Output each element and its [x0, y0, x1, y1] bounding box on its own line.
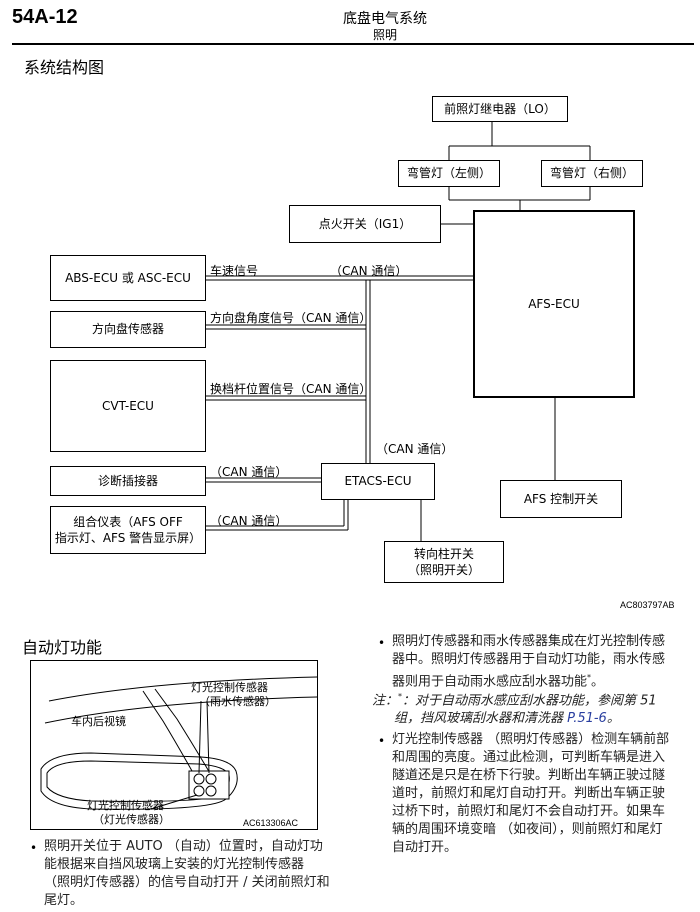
note-link[interactable]: P.51-6 — [567, 711, 607, 727]
section-title: 系统结构图 — [24, 58, 105, 77]
text-line: 和周围的亮度。通过此检测，可判断车辆是进入 — [392, 750, 666, 765]
speed-signal-label: 车速信号 — [210, 264, 259, 278]
column-switch-label: 转向柱开关（照明开关） — [407, 546, 480, 577]
header-rule — [12, 43, 694, 45]
text-line: 能根据来自挡风玻璃上安装的灯光控制传感器 — [44, 857, 305, 872]
bend-lamp-right-box: 弯管灯（右侧） — [541, 160, 643, 187]
mirror-sensor-illustration: 灯光控制传感器 （雨水传感器） 车内后视镜 灯光控制传感器 （灯光传感器） AC… — [30, 660, 318, 830]
right-bullet-paragraph-2: 灯光控制传感器 （照明灯传感器）检测车辆前部 和周围的亮度。通过此检测，可判断车… — [392, 731, 692, 857]
steering-sensor-label: 方向盘传感器 — [91, 322, 164, 337]
bend-lamp-left-label: 弯管灯（左侧） — [406, 166, 491, 181]
text-line: 道时，前照灯和尾灯自动打开。判断出车辆正驶 — [392, 786, 666, 801]
illus-sensor-label-top-sub: （雨水传感器） — [199, 695, 276, 708]
diagnostic-connector-box: 诊断插接器 — [50, 466, 206, 496]
abs-ecu-box: ABS-ECU 或 ASC-ECU — [50, 255, 206, 301]
left-bullet-paragraph: 照明开关位于 AUTO （自动）位置时，自动灯功 能根据来自挡风玻璃上安装的灯光… — [44, 838, 344, 910]
text-line: 照明开关位于 AUTO （自动）位置时，自动灯功 — [44, 839, 323, 854]
header-subtitle: 照明 — [372, 28, 397, 42]
shift-position-signal-label: 换档杆位置信号（CAN 通信） — [210, 382, 372, 396]
note-line: 注：*：对于自动雨水感应刮水器功能，参阅第 51 — [372, 692, 657, 709]
can-comm-label: （CAN 通信） — [210, 514, 288, 528]
abs-ecu-label: ABS-ECU 或 ASC-ECU — [65, 270, 191, 285]
text-line: 隧道还是只是在桥下行驶。判断出车辆正驶过隧 — [392, 768, 666, 783]
text-line: 过桥下时，前照灯和尾灯不会自动打开。如果车 — [392, 804, 666, 819]
headlamp-relay-label: 前照灯继电器（LO） — [444, 101, 556, 116]
afs-switch-label: AFS 控制开关 — [523, 491, 599, 506]
ignition-switch-label: 点火开关（IG1） — [318, 216, 412, 231]
bullet-icon: • — [30, 841, 38, 855]
bullet-icon: • — [378, 636, 386, 650]
text-line: 自动打开。 — [392, 840, 458, 855]
cvt-ecu-label: CVT-ECU — [102, 398, 154, 413]
text-line: 尾灯。 — [44, 893, 84, 908]
can-comm-label: （CAN 通信） — [330, 264, 408, 278]
diagnostic-connector-label: 诊断插接器 — [97, 473, 158, 488]
figure-code: AC803797AB — [620, 600, 675, 610]
text-line: 照明灯传感器和雨水传感器集成在灯光控制传感 — [392, 634, 666, 649]
rearview-mirror-drawing — [40, 676, 318, 810]
headlamp-relay-box: 前照灯继电器（LO） — [432, 96, 568, 122]
illus-sensor-label-bottom: 灯光控制传感器 — [87, 799, 164, 812]
text-line: 器则用于自动雨水感应刮水器功能*。 — [392, 673, 605, 690]
header-title: 底盘电气系统 — [343, 11, 427, 27]
text-line: 器中。照明灯传感器用于自动灯功能，雨水传感 — [392, 652, 666, 667]
text-line: （照明灯传感器）的信号自动打开 / 关闭前照灯和 — [44, 875, 330, 890]
page-number: 54A-12 — [12, 6, 78, 28]
bullet-icon: • — [378, 734, 386, 748]
etacs-ecu-label: ETACS-ECU — [344, 474, 412, 489]
note-line: 组，挡风玻璃刮水器和清洗器 P.51-6。 — [394, 711, 620, 727]
text-line: 灯光控制传感器 （照明灯传感器）检测车辆前部 — [392, 732, 670, 747]
afs-ecu-box: AFS-ECU — [473, 210, 635, 398]
cvt-ecu-box: CVT-ECU — [50, 360, 206, 452]
subsection-title: 自动灯功能 — [22, 638, 103, 657]
note: 注：*：对于自动雨水感应刮水器功能，参阅第 51 组，挡风玻璃刮水器和清洗器 P… — [372, 688, 692, 728]
afs-ecu-label: AFS-ECU — [528, 296, 580, 311]
illus-mirror-label: 车内后视镜 — [71, 715, 126, 728]
bend-lamp-left-box: 弯管灯（左侧） — [398, 160, 500, 187]
steering-sensor-box: 方向盘传感器 — [50, 311, 206, 348]
afs-switch-box: AFS 控制开关 — [500, 480, 622, 518]
ignition-switch-box: 点火开关（IG1） — [289, 205, 441, 243]
can-comm-label: （CAN 通信） — [210, 465, 288, 479]
etacs-ecu-box: ETACS-ECU — [321, 463, 435, 500]
right-bullet-paragraph-1: 照明灯传感器和雨水传感器集成在灯光控制传感 器中。照明灯传感器用于自动灯功能，雨… — [392, 633, 692, 691]
can-comm-label: （CAN 通信） — [376, 442, 454, 456]
illus-figure-code: AC613306AC — [243, 818, 299, 828]
steering-angle-signal-label: 方向盘角度信号（CAN 通信） — [210, 311, 372, 325]
column-switch-box: 转向柱开关（照明开关） — [384, 541, 504, 583]
bend-lamp-right-label: 弯管灯（右侧） — [549, 166, 634, 181]
illus-sensor-label-top: 灯光控制传感器 — [191, 681, 268, 694]
text-line: 辆的周围环境变暗 （如夜间），则前照灯和尾灯 — [392, 822, 663, 837]
illus-sensor-label-bottom-sub: （灯光传感器） — [93, 813, 170, 826]
